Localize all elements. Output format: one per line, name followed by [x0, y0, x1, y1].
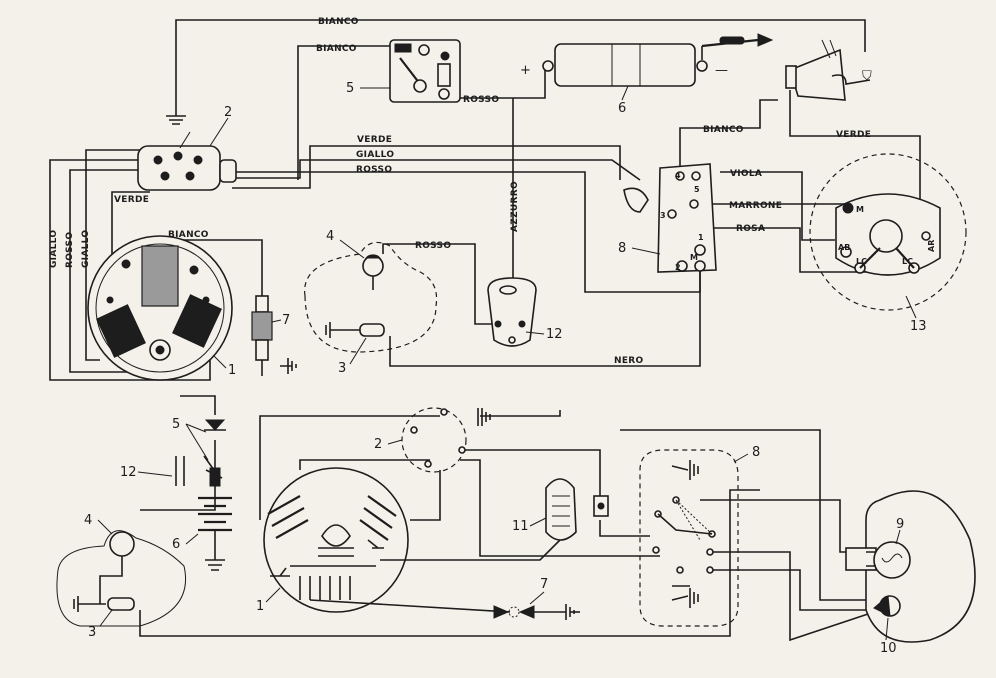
- label-rosso-left: ROSSO: [65, 232, 75, 268]
- wire-bianco-top: BIANCO: [175, 17, 866, 108]
- label-number-8-bottom: 8: [752, 445, 760, 460]
- polarity-minus: —: [715, 63, 728, 78]
- label-number-4-bottom: 4: [84, 513, 92, 528]
- wire-giallo-main: GIALLO: [232, 150, 641, 181]
- label-bianco-plug: BIANCO: [168, 230, 209, 240]
- polarity-plus: +: [520, 63, 531, 78]
- label-rosso-main: ROSSO: [356, 165, 392, 175]
- label-number-5-bottom: 5: [172, 417, 180, 432]
- headlamp-pin-lc-right: LC: [902, 257, 913, 266]
- label-number-3-bottom: 3: [88, 625, 96, 640]
- label-number-2-top: 2: [224, 105, 232, 120]
- label-number-7-top: 7: [282, 313, 290, 328]
- label-azzurro: AZZURRO: [510, 181, 520, 232]
- wire-rosso-lamp: ROSSO: [382, 241, 492, 325]
- label-giallo-left-2: GIALLO: [81, 230, 91, 268]
- switch-pin-1: 1: [698, 233, 704, 242]
- headlamp-pin-lc-left: LC: [856, 257, 867, 266]
- label-number-12-top: 12: [546, 327, 563, 342]
- headlamp-schematic: 9 10: [845, 490, 976, 656]
- label-number-1-top: 1: [228, 363, 236, 378]
- wire-bianco-regulator: BIANCO: [297, 44, 392, 180]
- switch-pin-5: 5: [694, 185, 700, 194]
- spark-plug: 7: [251, 295, 297, 376]
- label-number-7-bottom: 7: [540, 577, 548, 592]
- headlamp-pin-ar: AR: [927, 240, 936, 252]
- regulator: 5: [346, 39, 461, 103]
- horn-schematic: 11: [512, 478, 609, 541]
- label-bianco-switch: BIANCO: [703, 125, 744, 135]
- wire-bianco-switch: BIANCO: [679, 99, 778, 168]
- label-marrone: MARRONE: [729, 201, 782, 211]
- stop-switch-schematic: 12: [120, 456, 185, 486]
- label-number-4-top: 4: [326, 229, 334, 244]
- wire-giallo-left: GIALLO: [49, 159, 211, 381]
- light-switch-pictorial: 4 5 3 1 2 M 8: [618, 163, 717, 273]
- label-bianco-top: BIANCO: [318, 17, 359, 27]
- label-number-11-bottom: 11: [512, 519, 529, 534]
- label-number-13-top: 13: [910, 319, 927, 334]
- wire-verde-main: VERDE: [232, 135, 621, 189]
- light-switch-schematic: 8: [639, 445, 760, 627]
- schematic-wires: [139, 395, 881, 642]
- battery-schematic: 6: [172, 496, 232, 571]
- label-number-10-bottom: 10: [880, 641, 897, 656]
- label-number-3-top: 3: [338, 361, 346, 376]
- label-number-5-top: 5: [346, 81, 354, 96]
- wire-nero: NERO: [389, 262, 701, 367]
- connector-block: 2: [137, 105, 237, 191]
- stop-switch-pictorial: 12: [487, 277, 563, 347]
- rear-light-pictorial: 4 3: [304, 229, 438, 376]
- switch-pin-3: 3: [660, 211, 666, 220]
- spark-plug-schematic: 7: [493, 577, 575, 620]
- label-verde-main: VERDE: [357, 135, 392, 145]
- headlamp-connector-pictorial: M AB LC LC AR 13: [809, 153, 967, 334]
- label-giallo-main: GIALLO: [356, 150, 394, 160]
- wire-rosso-main: ROSSO: [232, 165, 701, 293]
- wire-marrone: MARRONE: [700, 201, 848, 211]
- ground-symbol-top: [166, 108, 186, 125]
- label-giallo-left: GIALLO: [49, 230, 59, 268]
- label-viola: VIOLA: [730, 169, 762, 179]
- wire-giallo-left-2: GIALLO: [81, 149, 145, 361]
- wire-viola: VIOLA: [720, 169, 835, 241]
- wire-verde-left: VERDE: [111, 191, 150, 270]
- connector-schematic: 2: [374, 407, 491, 473]
- label-number-6-bottom: 6: [172, 537, 180, 552]
- wire-verde-right: VERDE: [789, 90, 921, 250]
- label-number-1-bottom: 1: [256, 599, 264, 614]
- battery-pictorial: + — 6: [520, 33, 774, 116]
- wire-azzurro: AZZURRO: [510, 98, 520, 290]
- label-number-12-bottom: 12: [120, 465, 137, 480]
- label-bianco-regulator: BIANCO: [316, 44, 357, 54]
- label-number-9-bottom: 9: [896, 517, 904, 532]
- headlamp-pin-ab: AB: [838, 243, 850, 252]
- headlamp-pin-m: M: [856, 205, 864, 214]
- wire-rosa: ROSA: [700, 224, 900, 273]
- rear-light-schematic: 4 3: [56, 513, 186, 640]
- label-nero: NERO: [614, 356, 644, 366]
- label-rosa: ROSA: [736, 224, 765, 234]
- label-rosso-lamp: ROSSO: [415, 241, 451, 251]
- magneto-schematic: 1: [256, 467, 409, 614]
- switch-pin-4: 4: [675, 171, 681, 180]
- label-verde-right: VERDE: [836, 130, 871, 140]
- horn-pictorial: ⛉: [785, 39, 872, 101]
- wire-rosso-battery: ROSSO: [445, 68, 546, 105]
- regulator-schematic: 5: [172, 417, 226, 487]
- label-rosso-battery: ROSSO: [463, 95, 499, 105]
- switch-pin-2: 2: [675, 263, 681, 272]
- label-number-6-top: 6: [618, 101, 626, 116]
- switch-pin-m: M: [690, 253, 698, 262]
- label-verde-left: VERDE: [114, 195, 149, 205]
- label-number-2-bottom: 2: [374, 437, 382, 452]
- label-number-8-top: 8: [618, 241, 626, 256]
- horn-glyph: ⛉: [862, 69, 872, 84]
- wire-rosso-left: ROSSO: [65, 169, 140, 373]
- magneto-pictorial: 1: [87, 235, 236, 381]
